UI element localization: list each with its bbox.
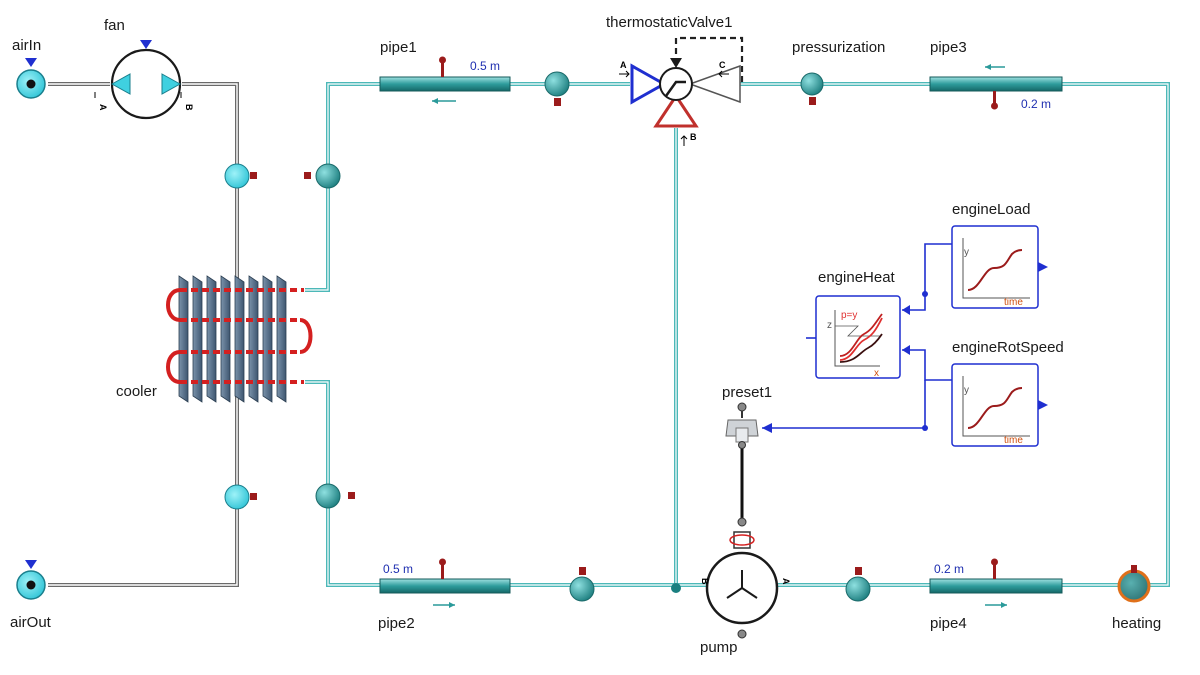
signal-arrow-preset [762,423,772,433]
pump-port-a: A [781,578,791,585]
coolant-sensor-top[interactable] [544,71,570,106]
pump-port-b: B [700,578,710,585]
heating-label: heating [1112,615,1161,632]
signal-arrow-heat-2 [902,345,910,355]
engine-heat-table[interactable] [806,295,901,379]
signal-node-2 [922,291,928,297]
pipe4-label: pipe4 [930,615,967,632]
coolant-circuit-lines [305,82,1170,587]
cooler[interactable] [166,275,313,403]
fan-port-b: B [184,104,194,111]
pressurization[interactable] [800,72,824,105]
engine-load-time-axis: time [1004,297,1023,308]
air-circuit-lines-inner [48,83,238,586]
engine-load-table[interactable] [951,225,1048,309]
preset1-label: preset1 [722,384,772,401]
valve-port-b: B [690,132,697,142]
air-out-label: airOut [10,614,52,631]
pressurization-label: pressurization [792,39,885,56]
coolant-sensor-lower-left[interactable] [315,483,355,509]
pipe4-length: 0.2 m [934,562,964,576]
pipe1-label: pipe1 [380,39,417,56]
valve-port-a: A [620,60,627,70]
signal-lines [762,243,952,429]
engine-heat-x-axis: x [874,368,879,379]
pipe4[interactable] [929,558,1063,609]
engine-heat-equation: p=y [841,310,857,321]
fan-label: fan [104,17,125,34]
pump[interactable] [705,445,779,639]
engine-load-label: engineLoad [952,201,1030,218]
signal-arrow-heat [902,305,910,315]
cooler-fins [178,275,287,403]
engine-rot-speed-label: engineRotSpeed [952,339,1064,356]
engine-load-y-axis: y [964,247,969,258]
air-sensor-upper[interactable] [224,163,257,189]
signal-node [922,425,928,431]
coolant-sensor-upper-left[interactable] [304,163,341,189]
junction-node [671,583,681,593]
pipe3[interactable] [929,64,1063,110]
air-sensor-lower[interactable] [224,484,257,510]
valve-port-b-arrow [680,135,688,146]
cooler-tubes [166,288,313,384]
pipe3-length: 0.2 m [1021,97,1051,111]
cooler-label: cooler [116,383,157,400]
engine-rot-speed-table[interactable] [951,363,1048,447]
coolant-sensor-bottom-right[interactable] [845,567,871,602]
engine-heat-z-axis: z [827,320,832,331]
thermostatic-valve-label: thermostaticValve1 [606,14,732,31]
pipe1[interactable] [379,56,511,105]
valve-port-a-arrow [619,70,630,78]
air-in-port[interactable] [16,58,46,99]
air-in-label: airIn [12,37,41,54]
coolant-sensor-bottom[interactable] [569,567,595,602]
heating[interactable] [1117,565,1151,603]
preset1[interactable] [725,402,759,449]
fan-port-a: A [98,104,108,111]
pipe1-length: 0.5 m [470,59,500,73]
valve-port-c: C [719,60,726,70]
valve-feedback-dashed [674,36,744,84]
engine-heat-label: engineHeat [818,269,896,286]
thermostatic-valve[interactable] [630,58,741,128]
engine-rot-speed-time-axis: time [1004,435,1023,446]
valve-port-c-arrow [718,70,729,78]
coolant-circuit-lines-inner [305,83,1169,586]
engine-rot-speed-y-axis: y [964,385,969,396]
pump-label: pump [700,639,738,656]
pipe2[interactable] [379,558,511,609]
fan[interactable] [110,40,182,120]
air-out-port[interactable] [16,560,46,600]
pipe2-label: pipe2 [378,615,415,632]
pipe2-length: 0.5 m [383,562,413,576]
pipe3-label: pipe3 [930,39,967,56]
